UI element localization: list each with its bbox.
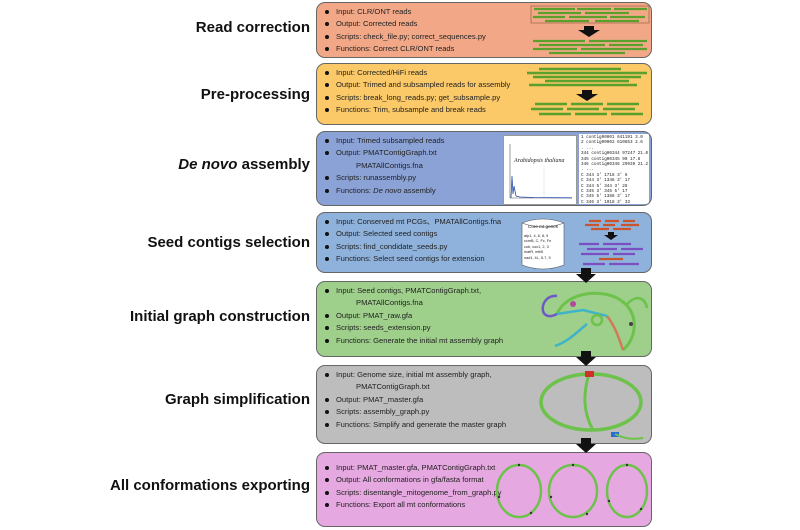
list-item: Functions: De novo assembly <box>323 185 444 197</box>
step-panel-pre-processing: Input: Corrected/HiFi reads Output: Trim… <box>316 63 652 125</box>
contig-row: 345 contig00345 90 17.8 <box>581 156 641 162</box>
arrow-down-icon <box>576 351 596 366</box>
graph-simplification-items: Input: Genome size, initial mt assembly … <box>323 369 506 431</box>
gene-line: nad1, 4L, 5-7, 9 <box>524 255 551 260</box>
database-icon <box>521 218 565 270</box>
step-title-pre-processing: Pre-processing <box>200 86 310 103</box>
gene-line: atp1, 4, 6, 8, 9 <box>524 234 549 238</box>
seed-contigs-illustration <box>579 219 643 266</box>
list-item: Scripts: assembly_graph.py <box>323 406 506 418</box>
pre-processing-items: Input: Corrected/HiFi reads Output: Trim… <box>323 67 510 117</box>
coverage-plot: Arabidopsis thaliana <box>503 135 577 205</box>
list-item: PMATAllContigs.fna <box>356 160 423 170</box>
step-panel-graph-simplification: Input: Genome size, initial mt assembly … <box>316 365 652 444</box>
list-item: Functions: Trim, subsample and break rea… <box>323 104 510 116</box>
step-title-initial-graph: Initial graph construction <box>129 308 310 325</box>
list-item: Functions: Simplify and generate the mas… <box>323 419 506 431</box>
list-item: Output: PMATContigGraph.txt <box>323 147 444 159</box>
list-item: Input: Genome size, initial mt assembly … <box>323 369 506 381</box>
list-item: Scripts: runassembly.py <box>323 172 444 184</box>
plot-title: Arabidopsis thaliana <box>514 158 565 164</box>
list-item: Output: All conformations in gfa/fasta f… <box>323 474 501 486</box>
list-item: Scripts: check_file.py; correct_sequence… <box>323 31 486 43</box>
contig-row: 2 contig00002 610853 2.6 <box>581 140 643 146</box>
seed-contigs-items: Input: Conserved mt PCGs、PMATAllContigs.… <box>323 216 501 266</box>
raw-assembly-graph <box>541 291 649 352</box>
link-row: C 344 5' 344 3' 28 <box>581 183 628 189</box>
contig-row: 1 contig00001 641191 3.0 <box>581 135 643 140</box>
all-conformations-items: Input: PMAT_master.gfa, PMATContigGraph.… <box>323 462 501 512</box>
step-title-all-conformations: All conformations exporting <box>109 477 310 494</box>
gene-line: cob, cox1, 2, 3 <box>524 244 549 249</box>
list-item: Scripts: seeds_extension.py <box>323 322 503 334</box>
ellipsis-row: . ... <box>581 145 594 151</box>
list-item: Input: Seed contigs, PMATContigGraph.txt… <box>323 285 503 297</box>
arrow-down-icon <box>576 438 596 453</box>
list-item: Input: Conserved mt PCGs、PMATAllContigs.… <box>323 216 501 228</box>
arrow-down-icon <box>576 268 596 283</box>
list-item: Input: PMAT_master.gfa, PMATContigGraph.… <box>323 462 501 474</box>
list-item: Output: Corrected reads <box>323 18 486 30</box>
list-item: Scripts: disentangle_mitogenome_from_gra… <box>323 487 501 499</box>
reads-illustration <box>530 5 650 55</box>
list-item: Scripts: break_long_reads.py; get_subsam… <box>323 92 510 104</box>
list-item: Functions: Select seed contigs for exten… <box>323 253 501 265</box>
plot-lines <box>509 144 573 199</box>
contig-row: 344 contig00344 97247 21.0 <box>581 151 649 157</box>
link-row: C 344 3' 1348 3' 17 <box>581 178 630 184</box>
contig-row: 346 contig00346 29939 21.2 <box>581 162 649 168</box>
list-item: Functions: Export all mt conformations <box>323 499 501 511</box>
step-title-seed-contigs: Seed contigs selection <box>147 234 310 251</box>
database-title: Core mt genes <box>527 224 559 229</box>
link-row: C 346 3' 1918 3' 33 <box>581 199 630 205</box>
de-novo-items: Input: Trimed subsampled reads Output: P… <box>323 135 444 197</box>
list-item: Output: PMAT_raw.gfa <box>323 310 503 322</box>
list-item: Input: Corrected/HiFi reads <box>323 67 510 79</box>
step-panel-de-novo: Input: Trimed subsampled reads Output: P… <box>316 131 652 206</box>
ellipsis-row: . ... <box>581 167 594 173</box>
conformation-circles <box>495 463 649 519</box>
list-item: PMATAllContigs.fna <box>356 298 423 308</box>
list-item: Functions: Correct CLR/ONT reads <box>323 43 486 55</box>
step-panel-all-conformations: Input: PMAT_master.gfa, PMATContigGraph.… <box>316 452 652 527</box>
list-item: Functions: Generate the initial mt assem… <box>323 335 503 347</box>
list-item: PMATContigGraph.txt <box>356 382 430 392</box>
list-item: Output: PMAT_master.gfa <box>323 394 506 406</box>
list-item: Input: Trimed subsampled reads <box>323 135 444 147</box>
link-row: C 345 3' 345 5' 17 <box>581 189 628 195</box>
step-panel-seed-contigs: Input: Conserved mt PCGs、PMATAllContigs.… <box>316 212 652 273</box>
list-item: Scripts: find_condidate_seeds.py <box>323 241 501 253</box>
gene-line: matR, mttB <box>524 250 543 255</box>
gene-line: ccmB, C, Fc, Fn <box>524 239 552 244</box>
step-title-read-correction: Read correction <box>195 19 310 36</box>
list-item: Output: Selected seed contigs <box>323 228 501 240</box>
read-correction-items: Input: CLR/ONT reads Output: Corrected r… <box>323 6 486 56</box>
initial-graph-items: Input: Seed contigs, PMATContigGraph.txt… <box>323 285 503 347</box>
list-item: Input: CLR/ONT reads <box>323 6 486 18</box>
trimmed-reads-illustration <box>527 67 647 116</box>
master-graph <box>539 371 644 440</box>
step-panel-initial-graph: Input: Seed contigs, PMATContigGraph.txt… <box>316 281 652 357</box>
step-panel-read-correction: Input: CLR/ONT reads Output: Corrected r… <box>316 2 652 58</box>
step-title-graph-simplification: Graph simplification <box>164 391 310 408</box>
step-title-de-novo: De novo assembly <box>178 156 310 173</box>
link-row: C 345 5' 1388 3' 17 <box>581 194 630 200</box>
list-item: Output: Trimed and subsampled reads for … <box>323 79 510 91</box>
link-row: C 344 3' 1718 3' 6 <box>581 172 628 178</box>
